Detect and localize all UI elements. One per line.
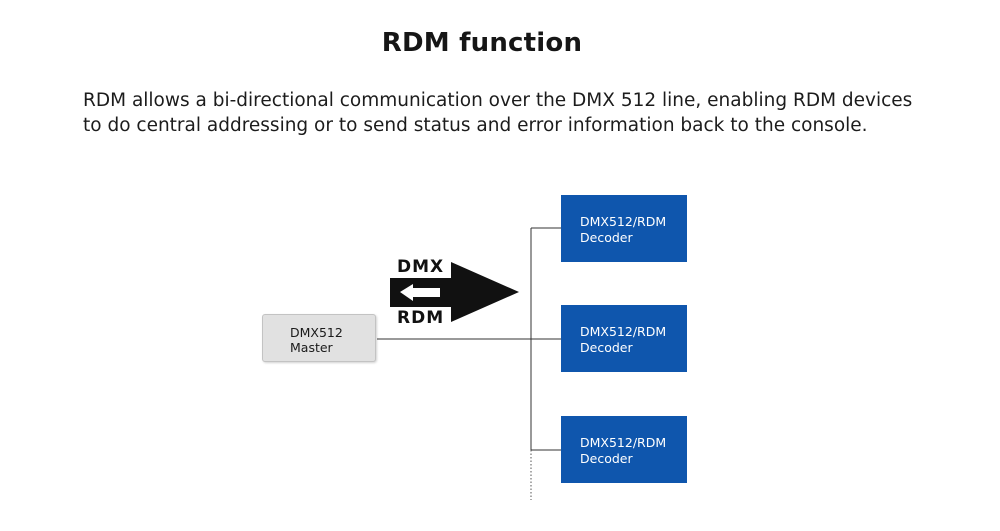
decoder-2-label-line-1: DMX512/RDM [580, 324, 667, 339]
dmx512-master-box: DMX512 Master [262, 314, 376, 362]
decoder-3-label-line-2: Decoder [580, 451, 633, 466]
description-line-2: to do central addressing or to send stat… [83, 115, 868, 136]
dmx-forward-arrow [390, 262, 519, 322]
rdm-arrow-label: RDM [397, 308, 445, 328]
decoder-2-label-line-2: Decoder [580, 340, 633, 355]
description: RDM allows a bi-directional communicatio… [83, 88, 963, 138]
master-label-line-1: DMX512 [290, 325, 343, 340]
decoder-box-3: DMX512/RDM Decoder [561, 416, 687, 483]
decoder-1-label-line-1: DMX512/RDM [580, 214, 667, 229]
master-label-line-2: Master [290, 340, 333, 355]
description-line-1: RDM allows a bi-directional communicatio… [83, 90, 913, 111]
dmx-arrow-label: DMX [397, 257, 445, 277]
rdm-return-arrow [400, 284, 440, 301]
decoder-box-2: DMX512/RDM Decoder [561, 305, 687, 372]
decoder-1-label-line-2: Decoder [580, 230, 633, 245]
decoder-box-1: DMX512/RDM Decoder [561, 195, 687, 262]
decoder-3-label-line-1: DMX512/RDM [580, 435, 667, 450]
page-title: RDM function [381, 28, 583, 58]
